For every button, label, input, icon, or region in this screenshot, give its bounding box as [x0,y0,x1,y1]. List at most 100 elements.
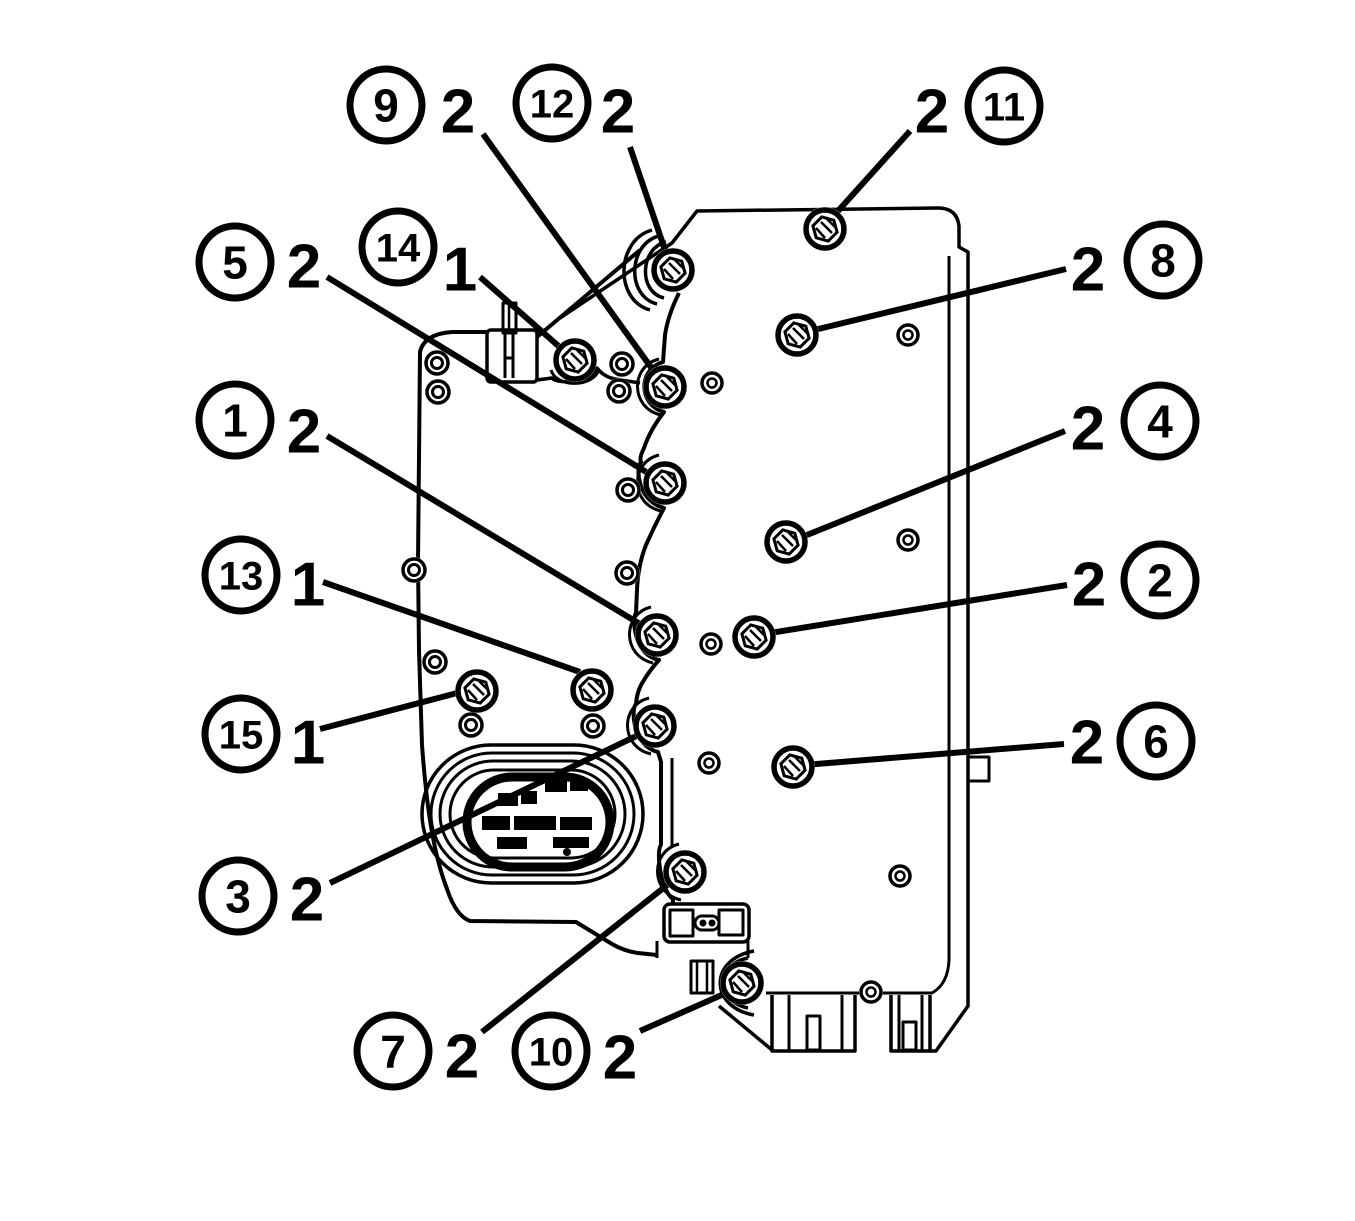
callout-7-qty: 2 [445,1022,479,1091]
bolt7-ear-arc [656,842,682,902]
washer-8 [422,649,448,675]
callout-14-qty: 1 [443,235,477,304]
callout-13-leader [322,579,581,675]
callout-14: 14 1 [358,207,477,304]
bolt1-ear-arc [628,605,654,665]
callout-6-number: 6 [1143,716,1169,768]
callout-4-leader [795,428,1067,542]
channel-plate-bottom-bevel [717,1004,774,1052]
bolt-13 [570,668,614,712]
bottom-bracket-slot [693,914,721,932]
channel-plate-outline [559,206,970,1053]
bolt-7 [663,850,707,894]
callout-12-leader [627,146,669,254]
callout-15-leader [319,689,462,732]
bolt-2 [732,615,776,659]
callout-11: 11 2 [915,66,1044,146]
channel-plate-inner-edge [766,256,951,995]
washer-2 [425,379,451,405]
callout-1-bubble [195,380,275,460]
hole-5 [697,751,721,775]
callout-11-qty: 2 [915,77,949,146]
callout-2-number: 2 [1147,555,1173,607]
callout-7-number: 7 [380,1026,406,1078]
leader-lines [319,128,1068,1035]
washer-3 [609,351,635,377]
bolt3-ear-arc [626,696,652,756]
bottom-bracket-window-left [668,908,695,938]
washer-1 [424,350,450,376]
callout-9-bubble [346,65,426,145]
bottom-bracket-legs [655,941,750,958]
callout-4-bubble [1120,381,1200,461]
bottom-bracket-window-right [717,908,745,937]
callout-1-number: 1 [222,395,248,447]
callout-12: 12 2 [512,63,635,146]
callout-6-leader [803,741,1065,768]
callout-12-qty: 2 [601,77,635,146]
bottom-bracket-pin-2 [708,919,716,927]
callout-9-leader [480,132,661,379]
mount-tab-left-slot [805,1014,822,1052]
washer-4 [606,378,632,404]
top-connector-block-pins [503,334,515,378]
callout-4: 42 [1071,381,1200,463]
hole-3 [896,528,920,552]
callout-3-number: 3 [225,871,251,923]
callout-8-bubble [1123,220,1203,300]
callout-4-number: 4 [1147,396,1173,448]
callout-13: 13 1 [201,535,325,619]
callout-14-bubble [358,207,438,287]
connector-ring-1 [420,743,645,885]
callout-5-leader [325,274,658,481]
callout-7-leader [480,875,678,1035]
mount-tab-right-ribs [897,995,924,1051]
bottom-bracket [662,902,751,944]
callout-8-qty: 2 [1071,235,1105,304]
bolt-6 [771,745,815,789]
bolt-9 [643,365,687,409]
callout-15-bubble [201,694,281,774]
callout-11-number: 11 [983,85,1025,129]
washer-10 [580,713,606,739]
valve-body-left-outline [416,330,658,957]
callout-10-number: 10 [529,1030,574,1074]
fasteners [401,207,920,1005]
connector-pins [482,780,592,856]
bottom-slot-piece-ribs [695,961,709,993]
callout-9-number: 9 [373,80,399,132]
bolt-11 [803,207,847,251]
callout-15-number: 15 [219,713,264,757]
callout-14-number: 14 [376,226,421,270]
callout-8-leader [809,266,1067,334]
callout-14-leader [478,274,565,353]
washer-7 [401,557,427,583]
connector-ring-4 [448,768,617,860]
bolt-14 [553,338,597,382]
channel-plate [559,206,991,1053]
callout-13-qty: 1 [291,550,325,619]
callout-1-leader [325,433,652,633]
callout-3-qty: 2 [290,865,324,934]
callout-13-bubble [201,535,281,615]
callout-13-number: 13 [219,554,264,598]
callout-11-bubble [964,66,1044,146]
bolt-8 [775,313,819,357]
bolt-10 [720,961,764,1005]
callout-5-qty: 2 [287,232,321,301]
mount-tab-left-ribs [787,995,844,1051]
callout-2: 22 [1072,540,1200,620]
callout-7-bubble [353,1011,433,1091]
channel-plate-side-lug [966,755,991,783]
callout-3-bubble [198,856,278,936]
bolt-4 [764,520,808,564]
callout-12-number: 12 [530,82,575,126]
